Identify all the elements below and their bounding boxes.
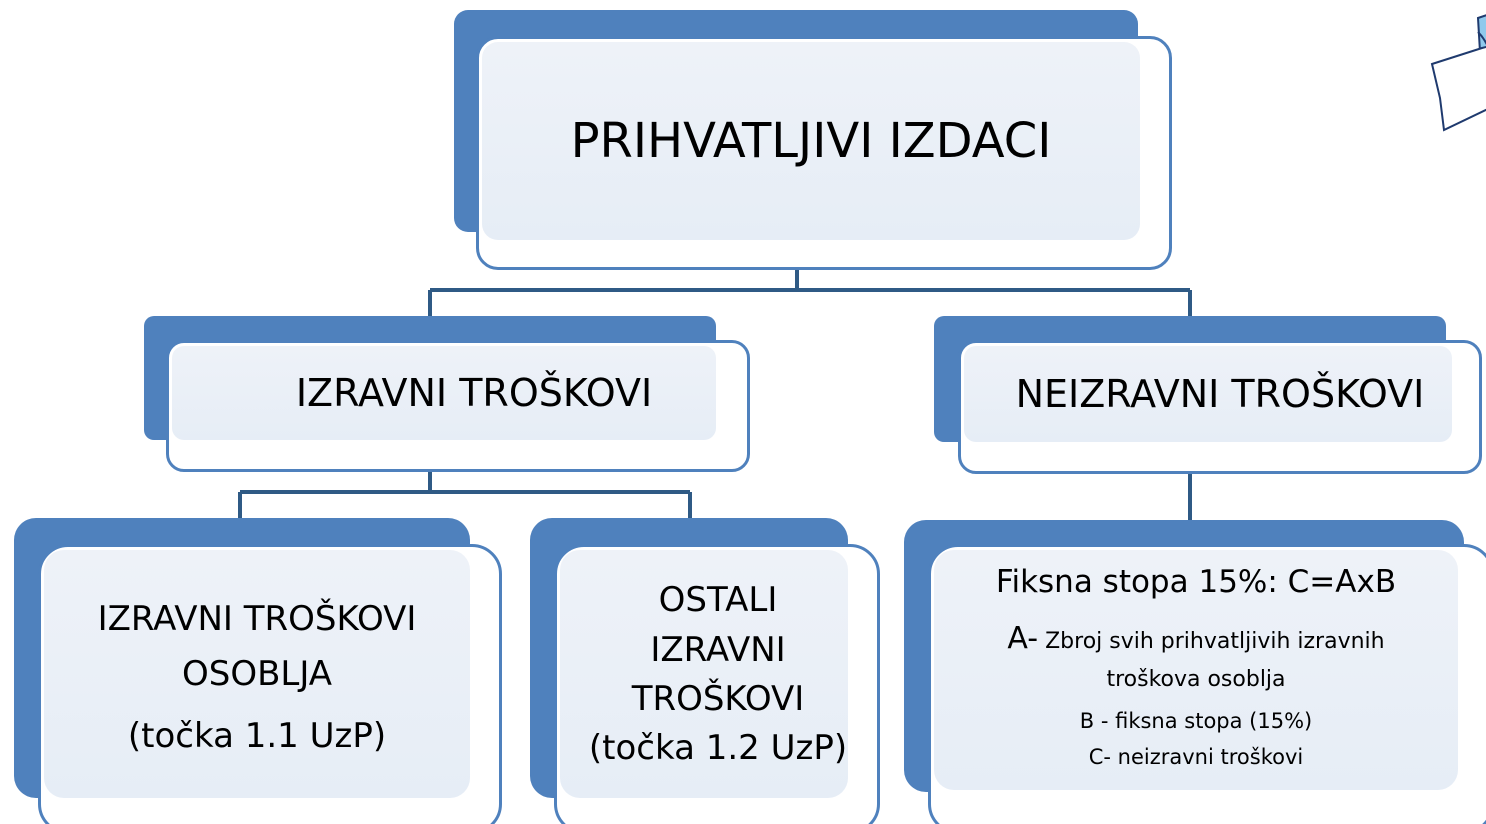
node-label: IZRAVNI TROŠKOVI OSOBLJA (točka 1.1 UzP)	[44, 558, 470, 798]
node-label-line: OSOBLJA	[181, 653, 333, 694]
flat-rate-a-text-cont: troškova osoblja	[1106, 666, 1286, 692]
node-label: OSTALI IZRAVNI TROŠKOVI (točka 1.2 UzP)	[560, 552, 876, 798]
node-label-line: OSTALI	[658, 580, 778, 621]
flat-rate-c-definition: C- neizravni troškovi	[1088, 744, 1304, 769]
node-fill	[172, 346, 716, 440]
node-label-reference: (točka 1.2 UzP)	[588, 728, 848, 769]
node-neizravni-troskovi: NEIZRAVNI TROŠKOVI	[934, 316, 1482, 474]
node-label-line: TROŠKOVI	[631, 679, 805, 719]
node-label: NEIZRAVNI TROŠKOVI	[1015, 372, 1425, 416]
node-fill	[560, 550, 848, 798]
flat-rate-a-text: Zbroj svih prihvatljivih izravnih	[1045, 629, 1385, 654]
node-fill	[482, 42, 1140, 240]
node-prihvatljivi-izdaci: PRIHVATLJIVI IZDACI	[454, 10, 1172, 270]
node-ostali-izravni-troskovi: OSTALI IZRAVNI TROŠKOVI (točka 1.2 UzP)	[530, 518, 880, 824]
node-label: Fiksna stopa 15%: C=AxB A- Zbroj svih pr…	[934, 550, 1458, 796]
flat-rate-formula: Fiksna stopa 15%: C=AxB	[995, 564, 1397, 600]
node-label: PRIHVATLJIVI IZDACI	[570, 113, 1052, 169]
node-izravni-troskovi-osoblja: IZRAVNI TROŠKOVI OSOBLJA (točka 1.1 UzP)	[14, 518, 502, 824]
node-fill	[934, 550, 1458, 790]
node-label-line: IZRAVNI TROŠKOVI	[97, 599, 417, 640]
node-label-reference: (točka 1.1 UzP)	[127, 716, 387, 757]
node-fiksna-stopa: Fiksna stopa 15%: C=AxB A- Zbroj svih pr…	[904, 520, 1486, 824]
node-label: IZRAVNI TROŠKOVI	[295, 371, 653, 415]
flat-rate-b-definition: B - fiksna stopa (15%)	[1079, 708, 1313, 733]
paper-sheets-icon	[1430, 14, 1486, 132]
node-fill	[964, 346, 1452, 442]
node-fill	[44, 550, 470, 798]
flat-rate-a-definition: A- Zbroj svih prihvatljivih izravnih tro…	[1007, 616, 1384, 697]
flat-rate-a-letter: A-	[1007, 621, 1039, 656]
node-izravni-troskovi: IZRAVNI TROŠKOVI	[144, 316, 750, 472]
node-label-line: IZRAVNI	[650, 629, 786, 670]
